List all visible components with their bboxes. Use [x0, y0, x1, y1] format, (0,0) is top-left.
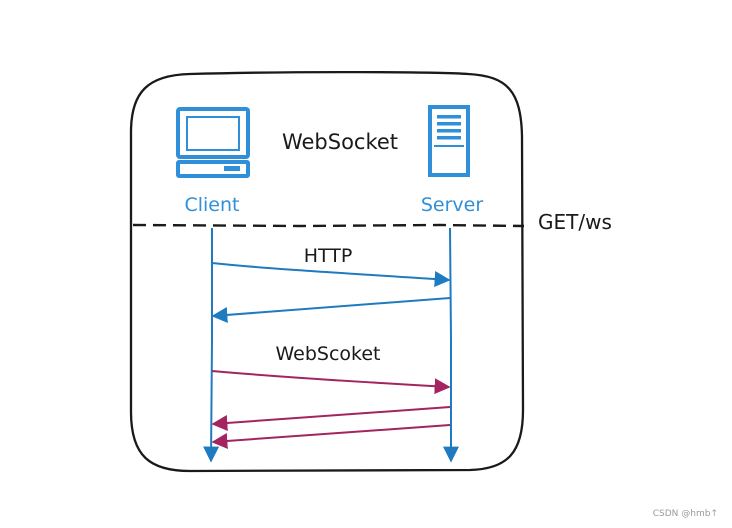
- websocket-label: WebScoket: [275, 343, 380, 365]
- outer-frame: [129, 70, 525, 473]
- websocket-upgrade-arrow: [211, 370, 451, 395]
- http-response-arrow: [211, 297, 451, 323]
- http-request-arrow: [211, 262, 451, 288]
- dashed-separator: [132, 223, 525, 228]
- diagram-title: WebSocket: [282, 130, 398, 154]
- server-lifeline: [443, 227, 459, 463]
- client-label: Client: [184, 194, 239, 216]
- server-label: Server: [421, 194, 483, 216]
- server-tower-icon: [428, 105, 470, 177]
- websocket-push-arrow-1: [211, 406, 451, 431]
- client-lifeline: [203, 228, 220, 463]
- websocket-push-arrow-2: [211, 424, 451, 449]
- http-label: HTTP: [304, 245, 353, 267]
- watermark: CSDN @hmb↑: [652, 509, 718, 519]
- boundary-label: GET/ws: [538, 210, 612, 234]
- monitor-icon: [176, 107, 250, 178]
